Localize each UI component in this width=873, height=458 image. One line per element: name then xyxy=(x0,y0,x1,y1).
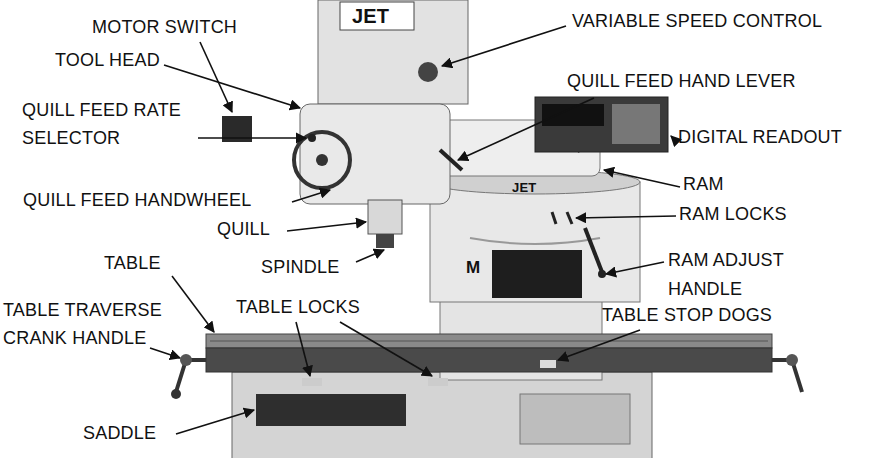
brand-mark: JET xyxy=(352,5,389,27)
leader-line xyxy=(558,330,640,360)
table-body xyxy=(206,348,772,372)
part-label: RAM xyxy=(683,174,724,195)
table-lock xyxy=(302,378,322,386)
ram-adjust-knob xyxy=(598,270,606,278)
turret-scale xyxy=(470,238,600,244)
leader-line xyxy=(150,348,180,358)
speed-control-dial xyxy=(418,62,438,82)
leader-line xyxy=(340,322,432,376)
column xyxy=(430,182,640,302)
part-label: TABLE STOP DOGS xyxy=(602,305,772,326)
leader-line xyxy=(172,276,214,332)
motor-head xyxy=(318,0,468,104)
part-label: QUILL xyxy=(217,219,270,240)
digital-readout-box xyxy=(535,97,668,152)
part-label: TOOL HEAD xyxy=(55,50,160,71)
part-label: TABLE LOCKS xyxy=(236,297,360,318)
crank-grip xyxy=(171,389,181,399)
knee xyxy=(232,372,652,458)
table-top xyxy=(206,334,772,348)
part-label: RAM LOCKS xyxy=(679,204,787,225)
t-slot xyxy=(210,341,768,342)
leader-line xyxy=(606,262,664,274)
part-label: MOTOR SWITCH xyxy=(92,17,237,38)
handwheel-hub xyxy=(316,154,328,166)
leader-line xyxy=(164,65,300,108)
part-label: QUILL FEED HAND LEVER xyxy=(567,71,796,92)
leader-line xyxy=(176,410,254,434)
stop-dog xyxy=(540,360,556,368)
part-label: TABLE xyxy=(104,253,161,274)
ram-lock xyxy=(552,212,556,224)
leader-line xyxy=(442,26,566,66)
part-label: DIGITAL READOUT xyxy=(678,127,842,148)
ram-lock xyxy=(567,212,572,224)
leader-line xyxy=(292,190,330,202)
part-label: RAM ADJUST HANDLE xyxy=(668,246,848,304)
brand-mark: M xyxy=(466,258,480,278)
table-lock xyxy=(428,378,448,386)
crank-hub xyxy=(180,354,192,366)
leader-line xyxy=(287,222,366,231)
knee-side xyxy=(520,394,630,444)
readout-keypad xyxy=(612,104,660,144)
part-label: VARIABLE SPEED CONTROL xyxy=(572,11,822,32)
part-label: TABLE TRAVERSE CRANK HANDLE xyxy=(3,296,203,352)
part-label: SADDLE xyxy=(83,423,156,444)
leader-line xyxy=(296,322,310,376)
leader-line xyxy=(200,42,232,112)
column-panel xyxy=(492,250,582,298)
logo-plate xyxy=(340,2,414,30)
saddle-front xyxy=(256,394,406,426)
brand-mark: JET xyxy=(512,180,536,196)
leader-line xyxy=(198,137,306,139)
part-label: SPINDLE xyxy=(261,257,339,278)
leader-line xyxy=(604,170,680,187)
leader-line xyxy=(458,98,594,160)
leader-line xyxy=(356,250,384,262)
spindle-nose xyxy=(376,234,394,248)
quill-body xyxy=(368,200,402,234)
leader-line xyxy=(576,216,676,218)
quill-feed-handwheel xyxy=(294,132,350,188)
part-label: QUILL FEED HANDWHEEL xyxy=(23,190,251,211)
feed-rate-knob xyxy=(308,134,316,142)
crank-hub xyxy=(786,354,798,366)
part-label: QUILL FEED RATE SELECTOR xyxy=(22,96,200,152)
ram-adjust-handle xyxy=(585,228,602,272)
leader-line xyxy=(671,136,675,140)
